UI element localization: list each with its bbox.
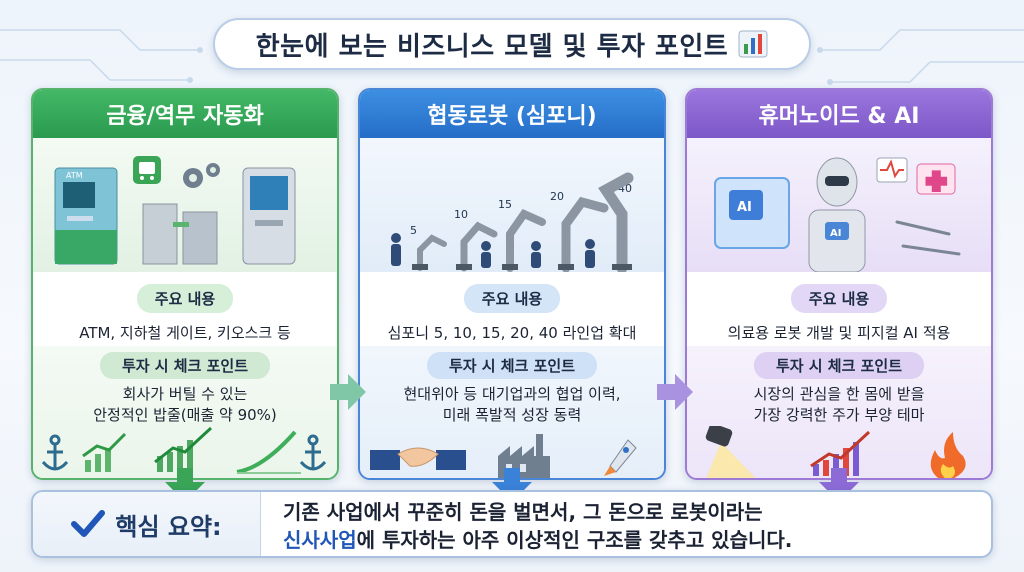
- main-content-text: 심포니 5, 10, 15, 20, 40 라인업 확대: [387, 324, 637, 342]
- title-banner: 한눈에 보는 비즈니스 모델 및 투자 포인트: [213, 18, 811, 70]
- finance-illustration: ATM: [33, 138, 337, 272]
- checkpoint-line: 현대위아 등 대기업과의 협업 이력,: [403, 385, 621, 403]
- medical-cross-icon: [916, 163, 956, 195]
- main-content-text: ATM, 지하철 게이트, 키오스크 등: [79, 324, 291, 342]
- main-content-label: 주요 내용: [136, 284, 234, 313]
- ai-chip-icon: AI: [714, 177, 790, 249]
- engineer-icon: [391, 233, 595, 268]
- arrow-down-icon: [165, 468, 205, 502]
- summary-line: 기존 사업에서 꾸준히 돈을 벌면서, 그 돈으로 로봇이라는: [283, 500, 763, 524]
- checkpoint-section: 투자 시 체크 포인트 회사가 버틸 수 있는 안정적인 밥줄(매출 약 90%…: [33, 346, 337, 478]
- ai-label: AI: [830, 228, 841, 239]
- checkpoint-label: 투자 시 체크 포인트: [753, 352, 925, 379]
- cobot-illustration: 5 10 15 20 40: [360, 138, 664, 272]
- checkpoint-line: 회사가 버틸 수 있는: [122, 385, 248, 403]
- arrow-down-icon: [492, 468, 532, 502]
- rocket-icon: [586, 439, 650, 478]
- checkpoint-label: 투자 시 체크 포인트: [426, 352, 598, 379]
- bar-chart-icon: [738, 30, 768, 58]
- humanoid-illustration: AI AI: [687, 138, 991, 272]
- panel-heading: 협동로봇 (심포니): [360, 90, 664, 138]
- checkpoint-line: 안정적인 밥줄(매출 약 90%): [93, 406, 277, 424]
- checkpoint-line: 미래 폭발적 성장 동력: [442, 406, 582, 424]
- gear-icon: [183, 163, 220, 188]
- main-content-label: 주요 내용: [463, 284, 561, 313]
- growth-chart-icon: [82, 426, 301, 474]
- subway-icon: [133, 156, 161, 184]
- atm-icon: ATM: [54, 167, 118, 265]
- summary-line: 에 투자하는 아주 이상적인 구조를 갖추고 있습니다.: [356, 528, 793, 552]
- growth-chart-icon: [810, 430, 871, 476]
- panel-finance-automation: 금융/역무 자동화 ATM: [31, 88, 339, 480]
- cobot-arm-icon: [417, 172, 634, 272]
- checkpoint-line: 시장의 관심을 한 몸에 받을: [753, 385, 925, 403]
- kiosk-icon: [242, 167, 296, 265]
- panel-cobot-symphony: 협동로봇 (심포니) 5 10 15 20 40: [358, 88, 666, 480]
- robot-size-label: 15: [498, 198, 512, 211]
- heartbeat-icon: [876, 157, 908, 183]
- robot-size-label: 10: [454, 208, 468, 221]
- checkpoint-section: 투자 시 체크 포인트 시장의 관심을 한 몸에 받을 가장 강력한 주가 부양…: [687, 346, 991, 478]
- robot-size-label: 5: [410, 224, 417, 237]
- summary-box: 핵심 요약: 기존 사업에서 꾸준히 돈을 벌면서, 그 돈으로 로봇이라는 신…: [31, 490, 993, 558]
- humanoid-robot-icon: AI: [808, 157, 866, 272]
- main-content-text: 의료용 로봇 개발 및 피지컬 AI 적용: [727, 324, 951, 342]
- flow-arrow-right-icon: [330, 374, 366, 410]
- arrow-down-icon: [819, 468, 859, 502]
- gate-icon: [142, 203, 218, 265]
- summary-highlight: 신사사업: [283, 528, 357, 552]
- fire-icon: [930, 432, 966, 478]
- atm-label: ATM: [66, 171, 83, 180]
- ai-label: AI: [737, 200, 752, 215]
- main-content-label: 주요 내용: [790, 284, 888, 313]
- spotlight-icon: [705, 426, 756, 478]
- checkpoint-label: 투자 시 체크 포인트: [99, 352, 271, 379]
- panel-heading: 휴머노이드 & AI: [687, 90, 991, 138]
- page-title: 한눈에 보는 비즈니스 모델 및 투자 포인트: [255, 31, 729, 62]
- panel-humanoid-ai: 휴머노이드 & AI AI AI: [685, 88, 993, 480]
- surgical-tools-icon: [895, 220, 961, 256]
- anchor-icon: [41, 434, 69, 471]
- checkmark-icon: [71, 510, 106, 537]
- summary-text: 기존 사업에서 꾸준히 돈을 벌면서, 그 돈으로 로봇이라는 신사사업에 투자…: [283, 498, 971, 554]
- summary-label: 핵심 요약:: [115, 512, 222, 541]
- anchor-icon: [299, 434, 327, 471]
- checkpoint-line: 가장 강력한 주가 부양 테마: [753, 406, 925, 424]
- handshake-icon: [370, 447, 466, 470]
- checkpoint-section: 투자 시 체크 포인트 현대위아 등 대기업과의 협업 이력, 미래 폭발적 성…: [360, 346, 664, 478]
- panel-heading: 금융/역무 자동화: [33, 90, 337, 138]
- robot-size-label: 20: [550, 190, 564, 203]
- flow-arrow-right-icon: [657, 374, 693, 410]
- summary-label-area: 핵심 요약:: [33, 492, 261, 556]
